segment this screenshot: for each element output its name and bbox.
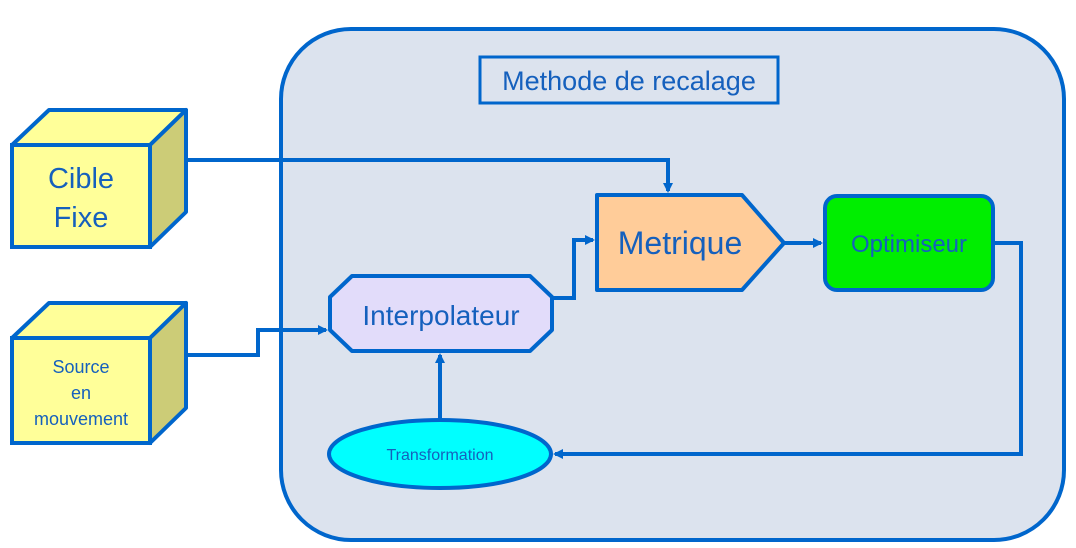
cible-fixe-label-line1: Cible <box>48 163 114 195</box>
arrow-source-to-interpolateur <box>186 325 328 357</box>
source-label-line2: en <box>71 383 91 403</box>
transformation-label: Transformation <box>387 447 494 464</box>
method-title-box <box>478 55 780 105</box>
metrique-label: Metrique <box>618 225 743 261</box>
source-label-line1: Source <box>52 357 109 377</box>
optimiseur-label: Optimiseur <box>851 231 967 258</box>
arrow-optimiseur-to-transformation <box>553 241 1023 459</box>
interpolateur-node <box>328 274 554 353</box>
arrow-interpolateur-to-metrique <box>552 235 595 300</box>
cube-front-face <box>10 143 152 249</box>
method-title: Methode de recalage <box>502 66 756 96</box>
arrow-cible-to-metrique <box>186 158 673 193</box>
source-mouvement-cube: Source en mouvement <box>10 301 188 445</box>
source-label-line3: mouvement <box>34 409 128 429</box>
cible-fixe-label-line2: Fixe <box>54 202 109 234</box>
cube-front-face <box>10 336 152 445</box>
interpolateur-label: Interpolateur <box>362 300 519 331</box>
cible-fixe-cube: Cible Fixe <box>10 108 188 249</box>
metrique-node <box>595 193 786 292</box>
